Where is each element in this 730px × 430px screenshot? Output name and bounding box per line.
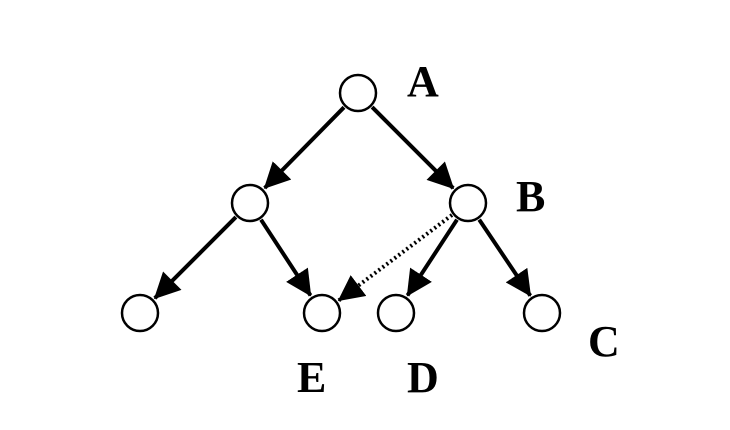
label-d: D bbox=[407, 353, 439, 402]
node-leaf-4 bbox=[522, 293, 562, 333]
node-leaf-1 bbox=[120, 293, 160, 333]
edge-right-mid-to-leaf-4 bbox=[477, 218, 532, 297]
node-leaf-3 bbox=[376, 293, 416, 333]
edge-left-mid-to-leaf-2 bbox=[259, 218, 313, 297]
node-leaf-2 bbox=[302, 293, 342, 333]
label-b: B bbox=[516, 172, 545, 221]
edge-root-to-left-mid bbox=[263, 105, 346, 190]
edges bbox=[153, 105, 532, 302]
edge-left-mid-to-leaf-1 bbox=[153, 215, 238, 300]
edge-root-to-right-mid bbox=[370, 105, 455, 190]
nodes bbox=[120, 73, 562, 333]
node-left-mid bbox=[230, 183, 270, 223]
label-a: A bbox=[407, 57, 439, 106]
edge-right-mid-to-leaf-2 bbox=[337, 213, 454, 302]
node-right-mid bbox=[448, 183, 488, 223]
edge-right-mid-to-leaf-3 bbox=[405, 218, 459, 297]
node-root bbox=[338, 73, 378, 113]
label-e: E bbox=[297, 353, 326, 402]
label-c: C bbox=[588, 317, 620, 366]
